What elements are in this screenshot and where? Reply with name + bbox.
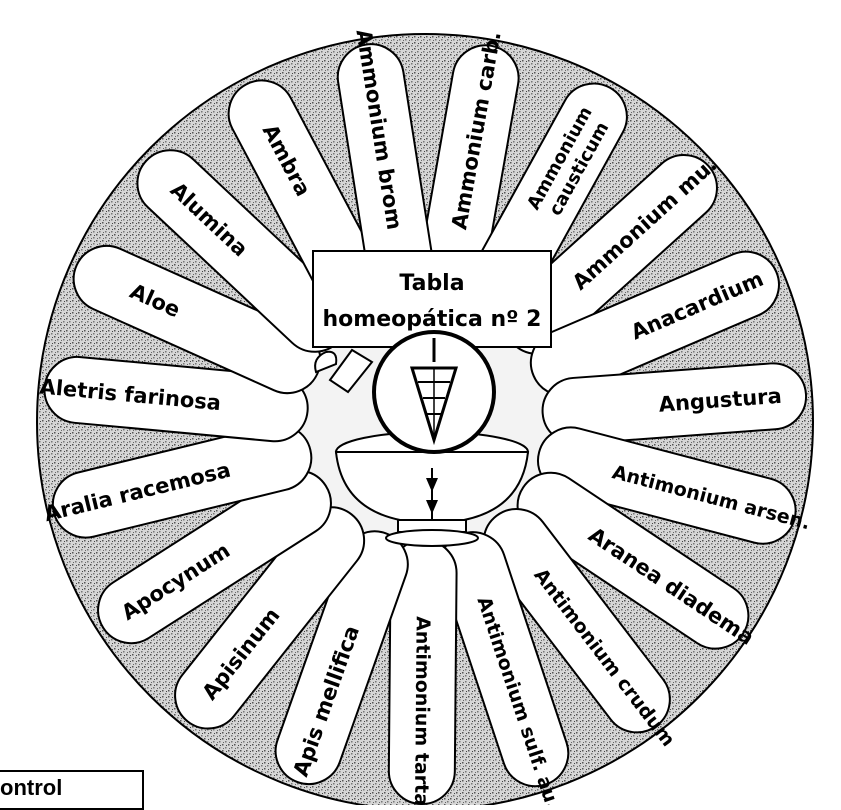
remedy-petal-shape: [72, 244, 322, 395]
remedy-label: Antimonium tartar.: [410, 616, 434, 805]
remedy-petal: Antimonium tartar.: [387, 539, 458, 805]
remedy-petal-shape: [97, 469, 332, 645]
remedy-petal-shape: [516, 471, 750, 650]
remedy-petal-shape: [274, 530, 409, 786]
remedy-petal-shape: [51, 423, 313, 539]
remedy-petal-shape: [174, 506, 366, 730]
remedy-petal-shape: [541, 362, 808, 445]
remedy-petal-shape: [537, 426, 797, 545]
pendulum-icon: [372, 330, 496, 520]
title-line-2: homeopática nº 2: [323, 307, 542, 332]
remedy-petal: Ammonium brom: [336, 28, 436, 307]
remedy-petal-shape: [482, 508, 671, 734]
remedy-petal: Aloe: [72, 244, 322, 395]
remedy-petal-shape: [43, 355, 309, 443]
remedy-petal: Ammonium carb.: [417, 30, 520, 308]
remedy-petal: Angustura: [541, 362, 808, 445]
remedy-petal: Aletris farinosa: [39, 355, 309, 443]
control-label: ontrol: [0, 770, 144, 810]
title-line-1: Tabla: [399, 271, 464, 296]
